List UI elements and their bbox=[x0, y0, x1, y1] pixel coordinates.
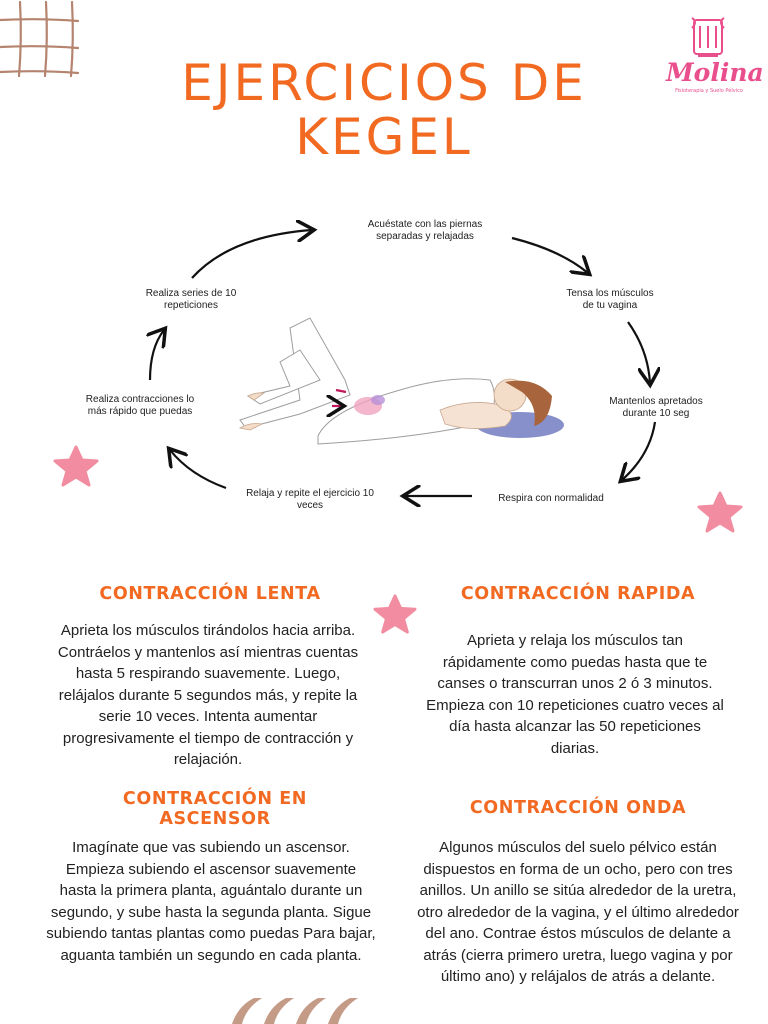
cycle-step-4: Respira con normalidad bbox=[498, 493, 604, 504]
star-icon bbox=[373, 594, 417, 634]
cycle-diagram bbox=[0, 200, 768, 540]
section-body-lenta: Aprieta los músculos tirándolos hacia ar… bbox=[57, 622, 359, 768]
cycle-arrow bbox=[627, 321, 650, 383]
stripes-decoration bbox=[232, 998, 358, 1024]
page-title-line2: KEGEL bbox=[295, 108, 473, 166]
brand-tagline: Fisioterapia y Suelo Pélvico bbox=[675, 88, 743, 94]
cycle-step-2: Tensa los músculos de tu vagina bbox=[566, 288, 654, 311]
brand-name: Molina bbox=[666, 58, 764, 87]
section-title-rapida: CONTRACCIÓN RAPIDA bbox=[460, 584, 696, 604]
cycle-arrow bbox=[191, 230, 312, 279]
section-title-ascensor: CONTRACCIÓN EN ASCENSOR bbox=[122, 789, 308, 829]
section-body-rapida: Aprieta y relaja los músculos tan rápida… bbox=[426, 632, 724, 757]
cycle-arrow bbox=[150, 330, 164, 381]
cycle-step-6: Realiza contracciones lo más rápido que … bbox=[85, 394, 195, 417]
star-icon bbox=[697, 491, 743, 533]
section-body-ascensor: Imagínate que vas subiendo un ascensor. … bbox=[46, 839, 376, 964]
brand-crest-icon bbox=[691, 17, 725, 57]
section-title-lenta: CONTRACCIÓN LENTA bbox=[99, 584, 321, 604]
cycle-step-1: Acuéstate con las piernas separadas y re… bbox=[367, 219, 483, 242]
cycle-step-3: Mantenlos apretados durante 10 seg bbox=[609, 396, 703, 419]
star-icon bbox=[53, 445, 99, 487]
cycle-step-5: Relaja y repite el ejercicio 10 veces bbox=[246, 488, 374, 511]
cycle-step-7: Realiza series de 10 repeticiones bbox=[145, 288, 237, 311]
section-title-onda: CONTRACCIÓN ONDA bbox=[469, 798, 687, 818]
cycle-arrow bbox=[622, 421, 657, 480]
cycle-arrow bbox=[170, 450, 227, 490]
woman-illustration bbox=[238, 317, 564, 445]
section-body-onda: Algunos músculos del suelo pélvico están… bbox=[417, 839, 739, 985]
page-title-line1: EJERCICIOS DE bbox=[181, 54, 587, 112]
grid-decoration bbox=[0, 0, 80, 78]
cycle-arrow bbox=[511, 236, 588, 273]
